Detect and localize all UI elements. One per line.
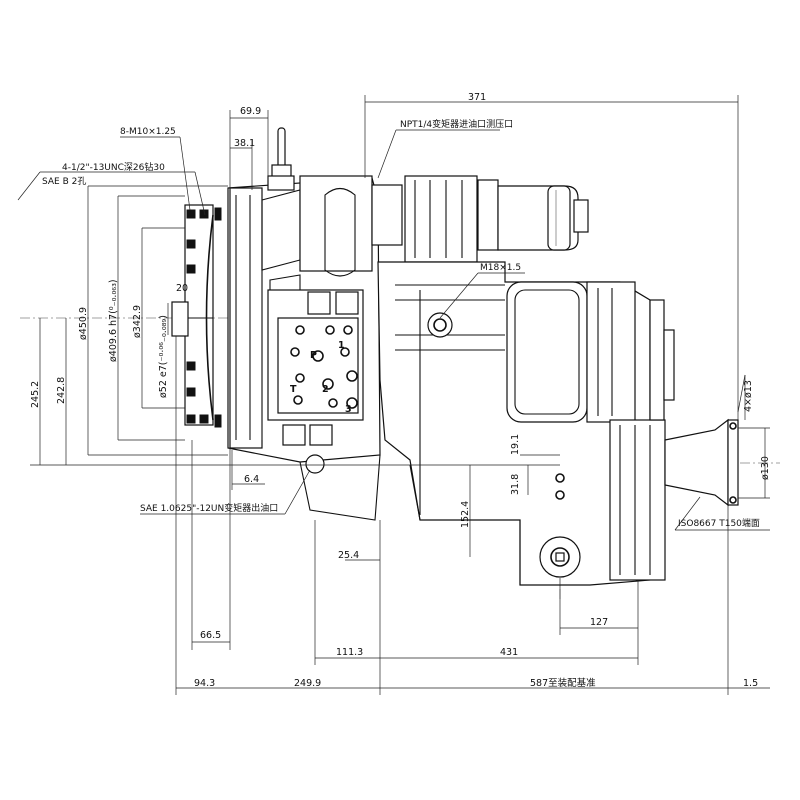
dimension-labels: 69.9 38.1 371 ø450.9 ø409.6 h7(⁰₋₀.₀₆₃) … xyxy=(30,92,771,689)
dim-94-3: 94.3 xyxy=(194,678,215,689)
dim-127: 127 xyxy=(590,617,608,628)
valve-label-t: T xyxy=(290,384,297,395)
dim-371: 371 xyxy=(468,92,486,103)
dim-25-4: 25.4 xyxy=(338,550,359,561)
dim-dia-52: ø52 e7(⁻⁰·⁰⁶₋₀.₀₈₉) xyxy=(158,315,169,398)
callout-notes: 8-M10×1.25 4-1/2"-13UNC深26钻30 SAE B 2孔 N… xyxy=(42,118,760,529)
note-bolt-thread: 8-M10×1.25 xyxy=(120,127,176,137)
dim-31-8: 31.8 xyxy=(510,474,521,495)
dim-249-9: 249.9 xyxy=(294,678,321,689)
dim-1-5: 1.5 xyxy=(743,678,758,689)
note-unc: 4-1/2"-13UNC深26钻30 xyxy=(62,161,165,173)
charge-pump xyxy=(299,175,589,277)
dim-dia-130: ø130 xyxy=(760,456,771,480)
dim-66-5: 66.5 xyxy=(200,630,221,641)
dim-20: 20 xyxy=(176,283,188,294)
control-valve: P T 1 2 3 xyxy=(267,289,364,446)
dim-19-1: 19.1 xyxy=(510,434,521,455)
gearbox-housing xyxy=(299,261,739,586)
dim-dia-342-9: ø342.9 xyxy=(132,305,143,338)
note-npt: NPT1/4变矩器进油口测压口 xyxy=(400,118,513,130)
flange-bolts xyxy=(186,207,222,428)
note-iso: ISO8667 T150端面 xyxy=(678,517,760,529)
valve-label-1: 1 xyxy=(338,340,345,351)
dimension-lines xyxy=(17,95,770,695)
dim-111-3: 111.3 xyxy=(336,647,363,658)
dim-242-8: 242.8 xyxy=(56,377,67,404)
dim-6-4: 6.4 xyxy=(244,474,259,485)
valve-label-3: 3 xyxy=(345,404,352,415)
dim-152-4: 152.4 xyxy=(460,501,471,528)
dim-245-2: 245.2 xyxy=(30,381,41,408)
note-sae-b: SAE B 2孔 xyxy=(42,176,86,187)
note-sae-outlet: SAE 1.0625"-12UN变矩器出油口 xyxy=(140,502,278,514)
dim-dia-409-6: ø409.6 h7(⁰₋₀.₀₆₃) xyxy=(108,279,119,362)
dim-431: 431 xyxy=(500,647,518,658)
valve-label-2: 2 xyxy=(322,384,329,395)
dim-38-1: 38.1 xyxy=(234,138,255,149)
dim-dia-450-9: ø450.9 xyxy=(78,307,89,340)
dim-69-9: 69.9 xyxy=(240,106,261,117)
note-m18: M18×1.5 xyxy=(480,263,521,273)
valve-label-p: P xyxy=(310,350,317,361)
dim-587: 587至装配基准 xyxy=(530,677,596,689)
dim-4x-dia-13: 4×ø13 xyxy=(743,380,754,412)
